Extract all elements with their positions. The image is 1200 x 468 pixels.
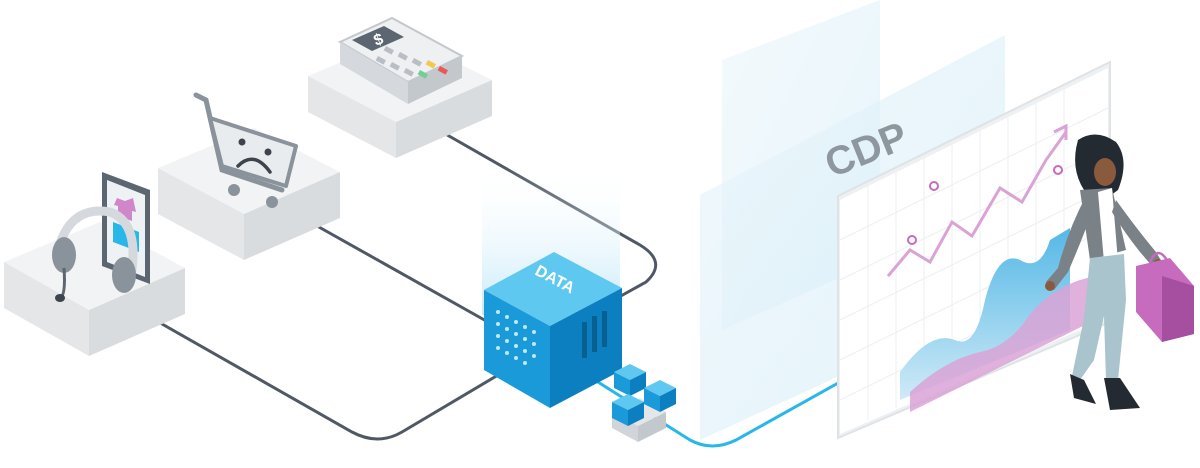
- chart-trend-line: [886, 131, 1068, 277]
- register-line: [440, 130, 657, 304]
- sad-face-icon: [236, 138, 272, 174]
- chart-point: [1053, 165, 1063, 175]
- person-icon: [1045, 134, 1163, 410]
- cdp-area-chart: [886, 123, 1095, 412]
- shopping-cart-icon: [193, 92, 298, 208]
- chart-point: [907, 235, 917, 245]
- data-blocks: [612, 364, 676, 442]
- headset-line: [153, 318, 522, 441]
- chart-point: [929, 181, 939, 191]
- chart-pink-area: [910, 276, 1095, 412]
- shopping-bag-icon: [1136, 251, 1194, 342]
- chart-blue-area: [900, 228, 1070, 400]
- cart-line: [308, 220, 490, 324]
- chart-trend-arrowhead: [1053, 123, 1068, 140]
- data-cube-icon: [484, 252, 622, 408]
- output-connector-line: [581, 370, 841, 448]
- cash-register-icon: [337, 16, 465, 104]
- headset-icon: [52, 206, 138, 302]
- platform-headset: [4, 222, 185, 356]
- input-connector-lines: [153, 130, 657, 441]
